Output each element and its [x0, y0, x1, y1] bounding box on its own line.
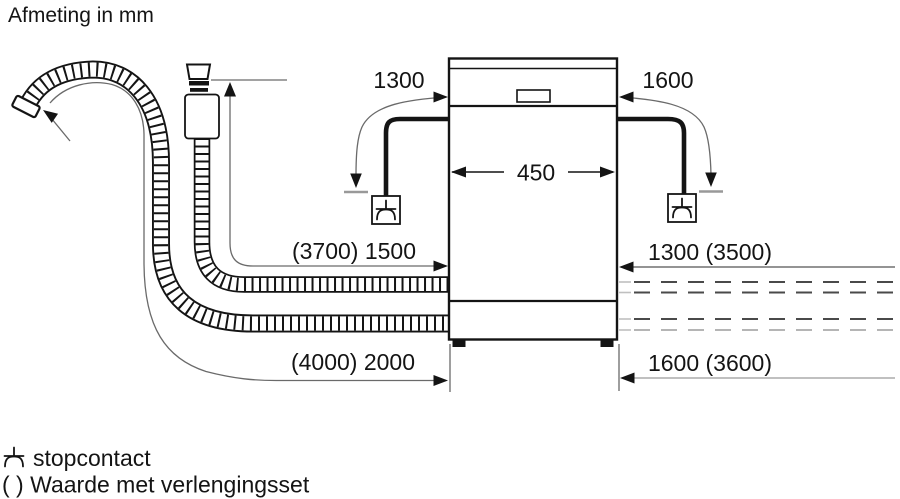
dimension-appliance-width: 450	[451, 160, 615, 186]
aquastop-body	[184, 93, 220, 140]
dim-label-bottom-left: (4000) 2000	[291, 349, 415, 375]
arrowhead-right	[433, 375, 448, 386]
legend-socket-label: stopcontact	[33, 445, 151, 471]
dim-label-mid-left: (3700) 1500	[292, 238, 416, 264]
aquastop-valve	[184, 63, 220, 140]
power-cable-left	[383, 116, 449, 197]
page-title: Afmeting in mm	[8, 4, 154, 27]
arrowhead-down	[350, 173, 362, 188]
tap-connector-nut	[185, 63, 212, 80]
arrowhead-left	[619, 91, 634, 103]
dim-label-top-left: 1300	[373, 67, 424, 93]
arrowhead-hose-end	[43, 110, 59, 123]
dimension-cable-right: 1600	[619, 67, 723, 193]
socket-right	[667, 193, 697, 223]
drain-hose-end-cap	[11, 94, 41, 119]
arrowhead-left	[619, 261, 634, 273]
socket-left	[371, 195, 401, 225]
legend: stopcontact ( ) Waarde met verlengingsse…	[2, 445, 310, 498]
control-panel-display	[516, 89, 551, 103]
connector-thread	[190, 88, 208, 92]
appliance-foot-left	[452, 339, 466, 347]
dim-label-bottom-right: 1600 (3600)	[648, 350, 772, 376]
arrowhead-right	[600, 166, 615, 178]
dimension-supply-hose: (3700) 1500	[211, 79, 448, 272]
socket-icon	[3, 446, 25, 468]
dimension-supply-right: 1300 (3500)	[619, 239, 895, 273]
drain-hose	[11, 70, 452, 324]
arrowhead-left	[451, 166, 466, 178]
arrowhead-left	[620, 372, 635, 384]
connector-thread	[189, 81, 209, 86]
arrowhead-up	[224, 82, 236, 97]
power-cable-right	[617, 116, 687, 196]
dimension-drain-right: 1600 (3600)	[618, 344, 895, 391]
dim-label-top-right: 1600	[642, 67, 693, 93]
dim-label-width: 450	[517, 160, 555, 186]
hose-extension-dashed-lines	[619, 281, 893, 331]
appliance-foot-right	[600, 339, 614, 347]
arrowhead-down	[705, 172, 717, 187]
appliance-outline	[447, 57, 619, 347]
arrowhead-right	[433, 91, 448, 103]
arrowhead-right	[433, 260, 448, 272]
dimension-drain-hose: (4000) 2000	[43, 82, 451, 392]
dimension-cable-left: 1300	[344, 67, 448, 194]
dim-label-mid-right: 1300 (3500)	[648, 239, 772, 265]
legend-parentheses-note: ( ) Waarde met verlengingsset	[2, 472, 310, 498]
